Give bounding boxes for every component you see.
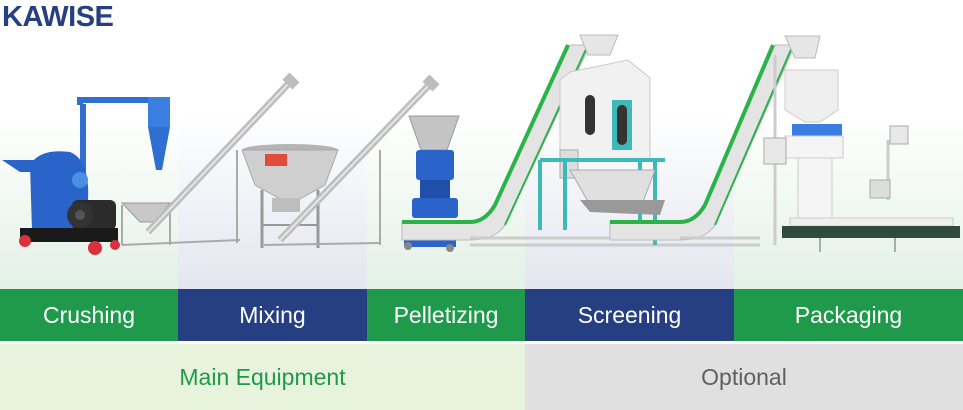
cooler-screener-icon	[538, 34, 665, 245]
optional-group: Optional	[525, 344, 963, 410]
mixer-icon	[241, 74, 440, 248]
optional-label: Optional	[701, 363, 787, 390]
screw-conveyor-icon	[120, 72, 300, 246]
pellet-mill-icon	[404, 115, 460, 252]
main-equipment-label: Main Equipment	[179, 363, 346, 390]
hammer-mill-icon	[2, 97, 170, 255]
main-equipment-group: Main Equipment	[0, 344, 525, 410]
stage-label-pelletizing: Pelletizing	[367, 289, 525, 341]
logo-text: KAWISE	[2, 0, 114, 33]
stage-label-screening: Screening	[525, 289, 734, 341]
stage-label-packaging: Packaging	[734, 289, 963, 341]
stage-label-mixing: Mixing	[178, 289, 367, 341]
production-line-illustration	[2, 34, 960, 255]
stage-label-crushing: Crushing	[0, 289, 178, 341]
bagging-machine-icon	[763, 35, 960, 252]
brand-logo: KAWISE	[2, 0, 114, 33]
